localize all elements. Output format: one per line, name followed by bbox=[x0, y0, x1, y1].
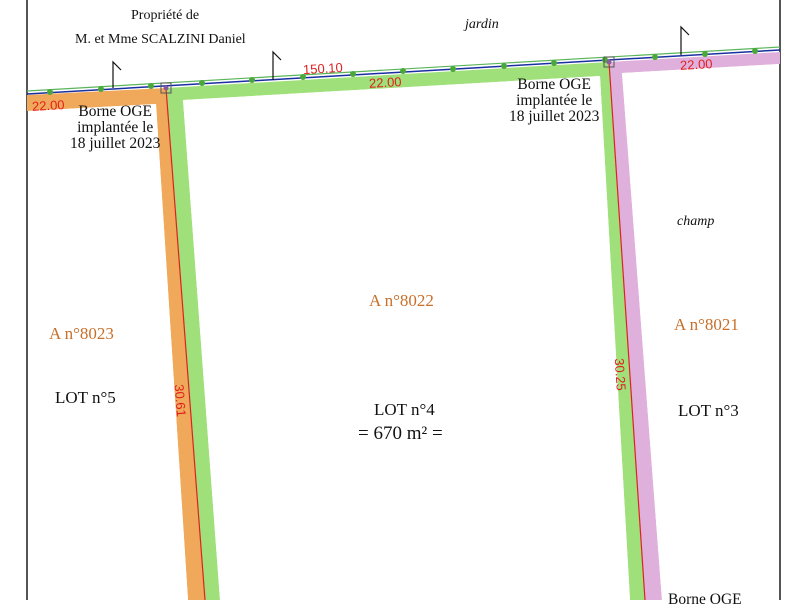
lot-label-5: LOT n°5 bbox=[55, 388, 116, 407]
flag-icon bbox=[112, 60, 122, 88]
borne-label-left: Borne OGE implantée le 18 juillet 2023 bbox=[70, 104, 160, 152]
lot4-interior bbox=[183, 76, 630, 600]
owner-label-line1: Propriété de bbox=[131, 8, 200, 23]
borne-label-line: implantée le bbox=[77, 119, 154, 136]
dimension-lot4-front: 22.00 bbox=[368, 74, 402, 91]
borne-label-line: implantée le bbox=[516, 92, 593, 109]
lot4-boundary-band bbox=[166, 62, 645, 600]
borne-label-bottom-partial: Borne OGE bbox=[668, 591, 742, 608]
lot-label-4: LOT n°4 bbox=[374, 400, 435, 419]
lot3-interior bbox=[622, 64, 779, 600]
borne-marker-right bbox=[603, 56, 615, 68]
dimension-lot3-front: 22.00 bbox=[679, 56, 713, 73]
borne-label-right: Borne OGE implantée le 18 juillet 2023 bbox=[509, 77, 599, 125]
owner-label-line2: M. et Mme SCALZINI Daniel bbox=[75, 32, 246, 47]
borne-label-line: Borne OGE bbox=[517, 76, 592, 93]
dimension-top-total: 150.10 bbox=[302, 59, 344, 78]
division-line-right bbox=[608, 61, 646, 600]
borne-label-line: 18 juillet 2023 bbox=[509, 108, 600, 125]
dimension-right-side: 30.25 bbox=[611, 357, 629, 392]
division-line-left bbox=[165, 87, 206, 600]
borne-label-line: Borne OGE bbox=[78, 103, 153, 120]
parcel-id-8021: A n°8021 bbox=[674, 315, 739, 334]
lot-label-3: LOT n°3 bbox=[678, 401, 739, 420]
dimension-lot5-front: 22.00 bbox=[31, 97, 65, 114]
borne-marker-left bbox=[160, 82, 172, 94]
parcel-id-8022: A n°8022 bbox=[369, 291, 434, 310]
dimension-left-side: 30.61 bbox=[171, 383, 189, 418]
borne-label-line: 18 juillet 2023 bbox=[70, 135, 161, 152]
flag-icon bbox=[680, 25, 690, 55]
lot-area-4: = 670 m² = bbox=[358, 423, 443, 444]
place-label-jardin: jardin bbox=[465, 17, 499, 32]
parcel-id-8023: A n°8023 bbox=[49, 324, 114, 343]
lot5-boundary-band bbox=[27, 88, 205, 600]
flag-icon bbox=[272, 50, 282, 80]
place-label-champ: champ bbox=[677, 214, 715, 229]
lot5-interior bbox=[29, 104, 188, 600]
